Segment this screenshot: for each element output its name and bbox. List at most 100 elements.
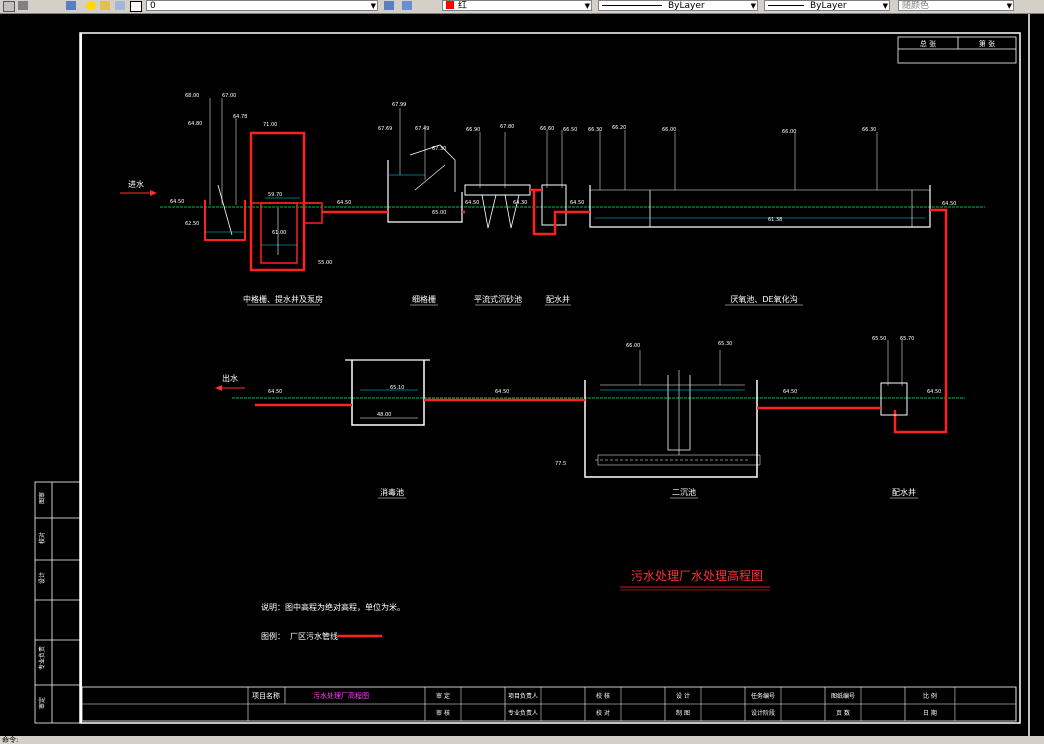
command-prompt: 命令: <box>2 736 19 744</box>
level-label: 66.20 <box>612 125 626 131</box>
white-color-swatch-icon <box>130 1 142 12</box>
title-block-cell: 项目负责人 <box>508 692 538 700</box>
level-label: 64.80 <box>188 121 202 127</box>
line-sample <box>602 5 662 6</box>
title-block-cell: 制 图 <box>676 709 690 717</box>
bulb-icon[interactable] <box>86 1 96 10</box>
unit-label-grit-chamber: 平流式沉砂池 <box>474 294 522 304</box>
level-label: 67.49 <box>415 126 429 132</box>
level-label: 67.00 <box>222 93 236 99</box>
level-label: 62.50 <box>185 221 199 227</box>
layer-value: 0 <box>150 1 156 11</box>
unit-labels: 中格栅、提水井及泵房 细格栅 平流式沉砂池 配水井 厌氧池、DE氧化沟 消毒池 … <box>243 294 918 499</box>
level-label: 66.30 <box>862 127 876 133</box>
level-label: 64.78 <box>233 114 247 120</box>
level-labels-bottom: 64.50 65.10 48.00 64.50 66.00 65.30 64.5… <box>268 336 941 467</box>
canvas-right-margin <box>1030 14 1044 734</box>
level-label: 67.80 <box>500 124 514 130</box>
title-block-cell: 日 期 <box>923 709 937 717</box>
legend-label: 图例： <box>261 631 285 641</box>
unit-label-oxidation-ditch: 厌氧池、DE氧化沟 <box>730 294 797 304</box>
layer-dropdown[interactable]: 0▼ <box>146 0 378 11</box>
plotstyle-value: 随颜色 <box>902 1 930 11</box>
level-label: 59.70 <box>268 192 282 198</box>
level-label: 64.50 <box>495 389 509 395</box>
plotstyle-dropdown[interactable]: 随颜色▼ <box>898 0 1014 11</box>
properties-toolbar: 0▼ 红▼ ByLayer▼ ByLayer▼ 随颜色▼ <box>0 0 1044 14</box>
drawing-canvas[interactable]: 总 张 第 张 进水 <box>0 14 1044 736</box>
make-layer-current-icon[interactable] <box>384 1 394 10</box>
sheet-number-label: 第 张 <box>979 39 995 48</box>
level-label: 64.30 <box>513 200 527 206</box>
level-label: 64.50 <box>927 389 941 395</box>
strip-label: 专业负责 <box>38 646 46 670</box>
total-sheets-label: 总 张 <box>920 39 936 48</box>
main-title: 污水处理厂水处理高程图 <box>631 568 763 583</box>
level-label: 71.00 <box>263 122 277 128</box>
title-block-cell: 页 数 <box>836 709 850 717</box>
title-block-cell: 任务编号 <box>751 692 775 700</box>
inlet-label: 进水 <box>128 179 144 189</box>
title-block-cell: 图纸编号 <box>831 692 855 700</box>
grit-chamber <box>464 132 531 229</box>
level-label: 77.5 <box>555 461 566 467</box>
wastewater-pipeline-bottom <box>255 398 881 410</box>
level-label: 65.30 <box>718 341 732 347</box>
level-label: 61.38 <box>768 217 782 223</box>
note-text: 说明：图中高程为绝对高程，单位为米。 <box>261 602 405 612</box>
strip-label: 图审 <box>38 492 46 504</box>
sun-icon[interactable] <box>100 1 110 10</box>
unit-label-fine-screen: 细格栅 <box>412 294 436 304</box>
project-name-value: 污水处理厂高程图 <box>313 691 369 700</box>
unit-label-disinfection-tank: 消毒池 <box>380 487 404 497</box>
level-label: 66.30 <box>588 127 602 133</box>
cad-drawing: 总 张 第 张 进水 <box>34 14 1044 736</box>
strip-label: 设计 <box>38 572 46 584</box>
level-label: 64.50 <box>337 200 351 206</box>
level-label: 67.99 <box>392 102 406 108</box>
level-label: 66.50 <box>563 127 577 133</box>
title-block-cell: 设 计 <box>676 692 690 700</box>
level-label: 64.50 <box>170 199 184 205</box>
legend-text: 厂区污水管线 <box>290 631 338 641</box>
level-label: 64.50 <box>783 389 797 395</box>
level-label: 61.00 <box>272 230 286 236</box>
linetype-value: ByLayer <box>668 1 705 11</box>
line-sample <box>768 5 804 6</box>
color-value: 红 <box>458 1 468 11</box>
layer-manager-icon[interactable] <box>3 1 15 12</box>
level-labels-top: 68.00 67.00 64.80 64.78 71.00 64.50 62.5… <box>170 93 956 266</box>
lock-icon[interactable] <box>115 1 125 10</box>
layer-state-icon[interactable] <box>18 1 28 10</box>
drawing-frame-outer <box>79 32 1021 724</box>
level-label: 48.00 <box>377 412 391 418</box>
level-label: 68.00 <box>185 93 199 99</box>
level-label: 66.00 <box>782 129 796 135</box>
level-label: 66.00 <box>626 343 640 349</box>
level-label: 66.90 <box>466 127 480 133</box>
chevron-down-icon: ▼ <box>882 2 888 10</box>
chevron-down-icon: ▼ <box>370 2 376 10</box>
linetype-dropdown[interactable]: ByLayer▼ <box>598 0 758 11</box>
unit-label-coarse-screen: 中格栅、提水井及泵房 <box>243 294 323 304</box>
left-signature-strip: 图审 校对 设计 专业负责 审定 <box>34 481 81 724</box>
strip-label: 校对 <box>38 532 46 544</box>
level-label: 55.00 <box>318 260 332 266</box>
lineweight-dropdown[interactable]: ByLayer▼ <box>764 0 890 11</box>
main-title-group: 污水处理厂水处理高程图 <box>620 568 770 591</box>
wastewater-pipeline-top <box>322 188 948 434</box>
color-dropdown[interactable]: 红▼ <box>442 0 592 11</box>
layer-stack-icon[interactable] <box>66 1 76 10</box>
chevron-down-icon: ▼ <box>584 2 590 10</box>
level-label: 66.60 <box>540 126 554 132</box>
outlet-label: 出水 <box>222 373 238 383</box>
fine-screen <box>387 108 463 223</box>
disinfection-tank <box>345 359 430 426</box>
distribution-well-2 <box>880 340 908 416</box>
level-label: 64.50 <box>570 200 584 206</box>
layer-previous-icon[interactable] <box>402 1 412 10</box>
level-label: 66.00 <box>662 127 676 133</box>
project-name-label: 项目名称 <box>252 691 280 700</box>
level-label: 65.70 <box>900 336 914 342</box>
command-line[interactable]: 命令: <box>0 736 1044 744</box>
